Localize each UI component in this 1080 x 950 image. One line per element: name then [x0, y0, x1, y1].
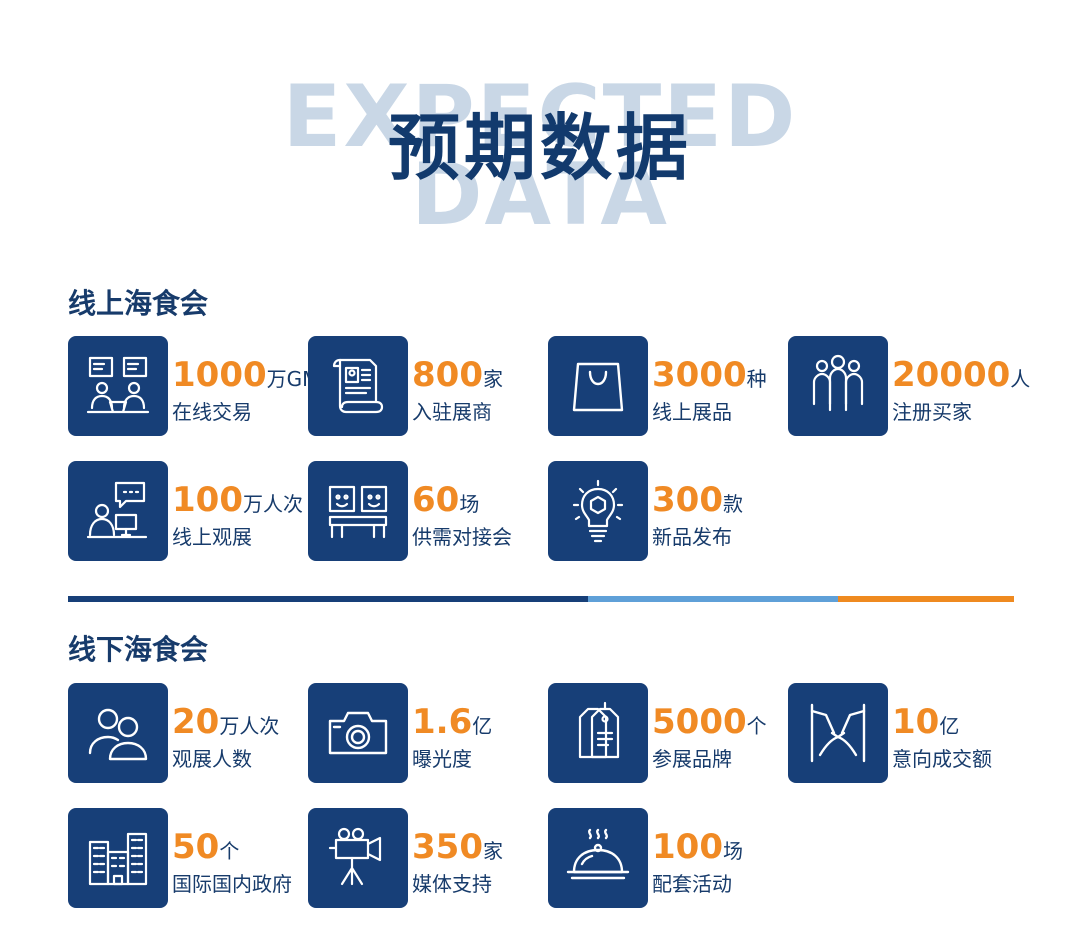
buildings-icon [68, 808, 168, 908]
divider-segment-light-blue [588, 596, 838, 602]
camera-icon [308, 683, 408, 783]
stat-card-exhibitors: 800家 入驻展商 [308, 336, 548, 436]
stat-label: 供需对接会 [412, 525, 512, 549]
stat-label: 入驻展商 [412, 400, 492, 424]
stat-number: 20 [172, 702, 220, 742]
stat-label: 线上观展 [172, 525, 252, 549]
stat-label: 观展人数 [172, 747, 252, 771]
stat-number: 800 [412, 355, 483, 395]
divider-segment-navy [68, 596, 588, 602]
header: EXPECTED DATA 预期数据 [0, 0, 1080, 240]
online-meeting-icon [68, 336, 168, 436]
two-users-icon [68, 683, 168, 783]
stat-number: 1.6 [412, 702, 473, 742]
stat-card-governments: 50个 国际国内政府 [68, 808, 308, 908]
stat-unit: 个 [746, 714, 767, 738]
page-title: 预期数据 [387, 106, 692, 190]
stat-card-products: 3000种 线上展品 [548, 336, 788, 436]
person-computer-icon [68, 461, 168, 561]
stat-card-events: 100场 配套活动 [548, 808, 788, 908]
stat-card-buyers: 20000人 注册买家 [788, 336, 1031, 436]
stat-card-matchmaking: 60场 供需对接会 [308, 461, 548, 561]
stat-label: 配套活动 [652, 872, 732, 896]
stat-number: 5000 [652, 702, 747, 742]
stat-card-exposure: 1.6亿 曝光度 [308, 683, 548, 783]
stat-card-online-visits: 100万人次 线上观展 [68, 461, 308, 561]
section-divider [68, 596, 1014, 602]
stat-label: 曝光度 [412, 747, 472, 771]
background-word-expected: EXPECTED [282, 67, 798, 167]
stat-unit: 场 [722, 839, 743, 863]
people-group-icon [788, 336, 888, 436]
stat-label: 线上展品 [652, 400, 732, 424]
stat-label: 注册买家 [892, 400, 972, 424]
stat-label: 意向成交额 [892, 747, 992, 771]
stat-number: 60 [412, 480, 460, 520]
stat-label: 参展品牌 [652, 747, 732, 771]
stat-number: 300 [652, 480, 723, 520]
stat-number: 100 [652, 827, 723, 867]
stat-card-brands: 5000个 参展品牌 [548, 683, 788, 783]
stat-number: 100 [172, 480, 243, 520]
stat-unit: 种 [746, 367, 767, 391]
stat-unit: 亿 [472, 714, 493, 738]
stat-card-deal-value: 10亿 意向成交额 [788, 683, 1028, 783]
stat-label: 国际国内政府 [172, 872, 292, 896]
stat-unit: 人 [1010, 367, 1031, 391]
stat-unit: 个 [219, 839, 240, 863]
tags-icon [548, 683, 648, 783]
stat-unit: 场 [459, 492, 480, 516]
stat-number: 3000 [652, 355, 747, 395]
section-title-online: 线上海食会 [68, 287, 209, 320]
stat-card-media: 350家 媒体支持 [308, 808, 548, 908]
meeting-faces-icon [308, 461, 408, 561]
handshake-icon [788, 683, 888, 783]
stat-unit: 万人次 [219, 714, 280, 738]
stat-number: 10 [892, 702, 940, 742]
stat-card-gmv: 1000万GMV 在线交易 [68, 336, 333, 436]
stat-number: 50 [172, 827, 220, 867]
stat-number: 350 [412, 827, 483, 867]
background-word-data: DATA [411, 145, 669, 245]
stat-unit: 款 [722, 492, 743, 516]
cloche-icon [548, 808, 648, 908]
certificate-scroll-icon [308, 336, 408, 436]
stat-number: 1000 [172, 355, 267, 395]
stat-label: 新品发布 [652, 525, 732, 549]
stat-label: 媒体支持 [412, 872, 492, 896]
stat-label: 在线交易 [172, 400, 252, 424]
stat-unit: 亿 [939, 714, 960, 738]
video-camera-icon [308, 808, 408, 908]
stat-unit: 万人次 [242, 492, 303, 516]
stat-card-new-products: 300款 新品发布 [548, 461, 788, 561]
divider-segment-orange [838, 596, 1014, 602]
shopping-bag-icon [548, 336, 648, 436]
stat-card-visitors: 20万人次 观展人数 [68, 683, 308, 783]
section-title-offline: 线下海食会 [68, 633, 209, 666]
stat-unit: 家 [482, 839, 503, 863]
lightbulb-icon [548, 461, 648, 561]
stat-unit: 家 [482, 367, 503, 391]
stat-number: 20000 [892, 355, 1011, 395]
